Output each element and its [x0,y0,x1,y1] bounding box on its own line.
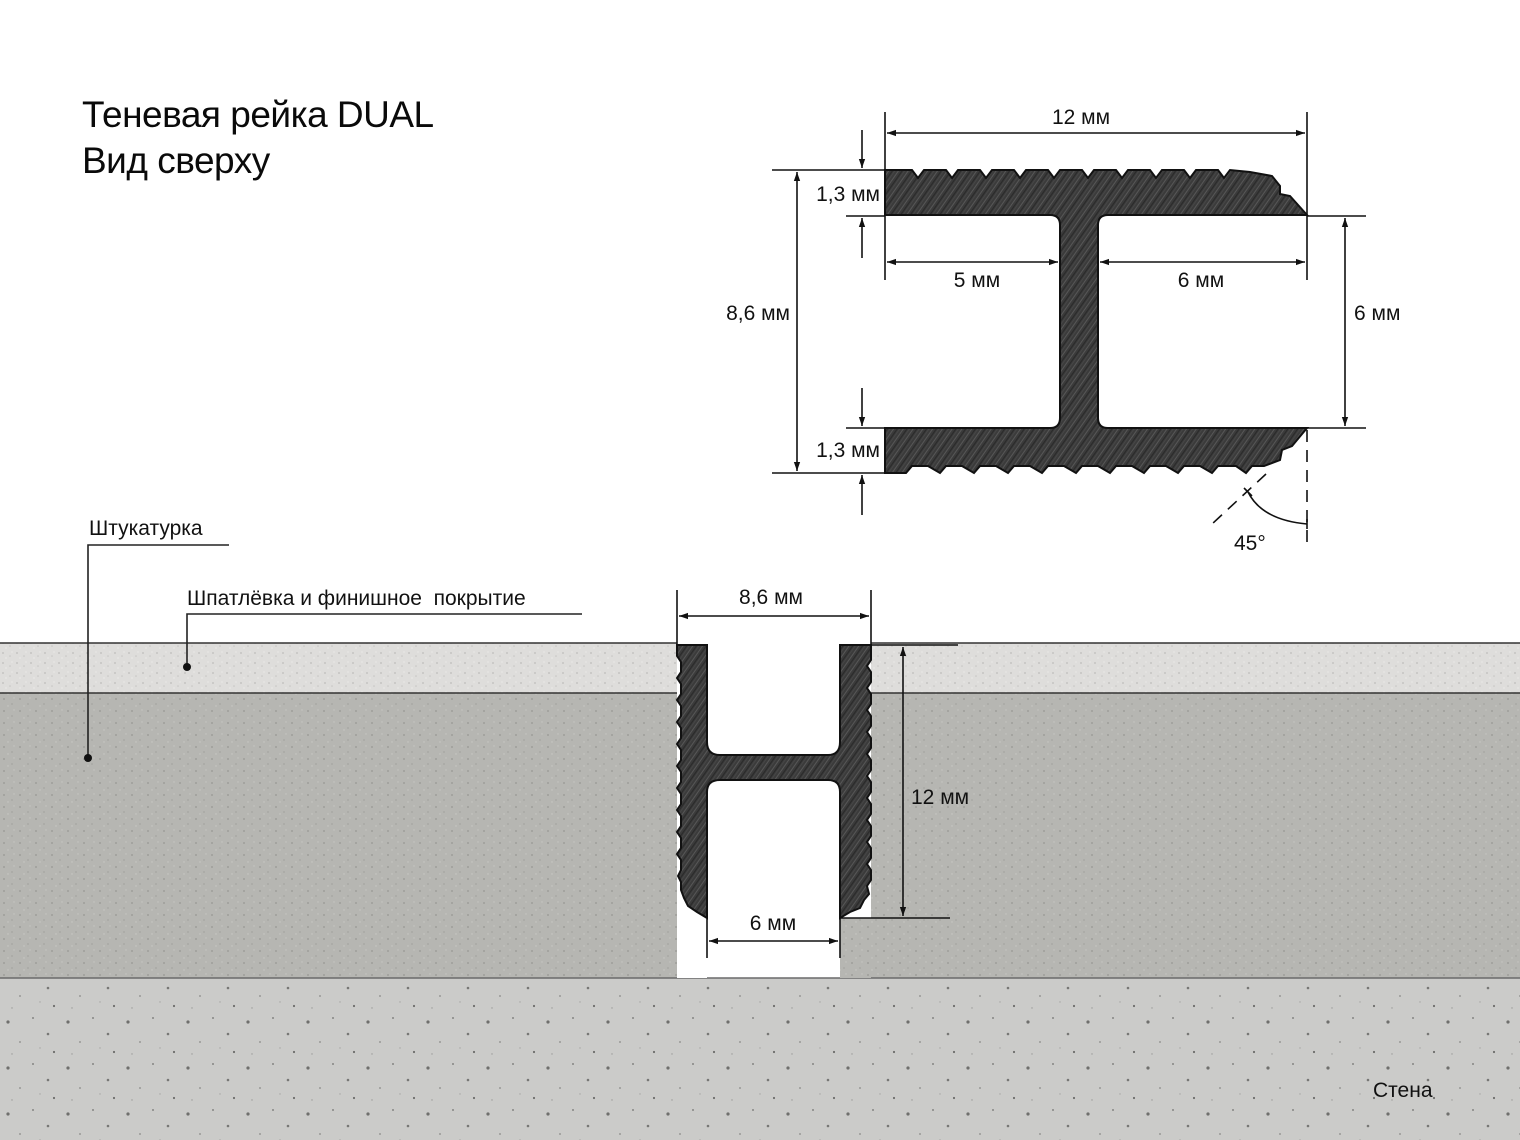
label-channel-opening: 6 мм [750,912,796,935]
title-line-view: Вид сверху [82,140,270,181]
profile-cross-section-top-view [884,168,1310,475]
label-flange-thickness-bottom: 1,3 мм [816,439,880,462]
label-overall-height: 8,6 мм [726,302,790,325]
top-view-dimension-lines [793,129,1349,515]
callout-plaster: Штукатурка [84,517,229,762]
top-view-extension-lines [772,112,1366,474]
section-view-dimension-lines [676,590,958,958]
section-view-profile [675,644,872,920]
groove-cut [677,643,871,978]
label-profile-width: 8,6 мм [739,586,803,609]
label-plaster: Штукатурка [89,517,203,540]
profile-cross-section-installed [675,644,872,920]
label-flange-thickness-top: 1,3 мм [816,183,880,206]
wall-section [0,642,1520,1140]
concrete-wall [0,978,1520,1140]
label-chamfer-angle: 45° [1234,532,1266,555]
label-right-channel-depth: 6 мм [1178,269,1224,292]
label-profile-depth: 12 мм [911,786,969,809]
label-left-channel-depth: 5 мм [954,269,1000,292]
label-putty-finish: Шпатлёвка и финишное покрытие [187,587,526,610]
label-right-channel-opening: 6 мм [1354,302,1400,325]
label-wall: Стена [1373,1079,1433,1102]
chamfer-angle-annotation [1211,430,1308,548]
page-title: Теневая рейка DUAL Вид сверху [82,92,434,184]
callout-putty-finish: Шпатлёвка и финишное покрытие [183,587,582,671]
top-view-profile [884,168,1310,475]
title-line-product: Теневая рейка DUAL [82,94,434,135]
label-overall-width: 12 мм [1052,106,1110,129]
